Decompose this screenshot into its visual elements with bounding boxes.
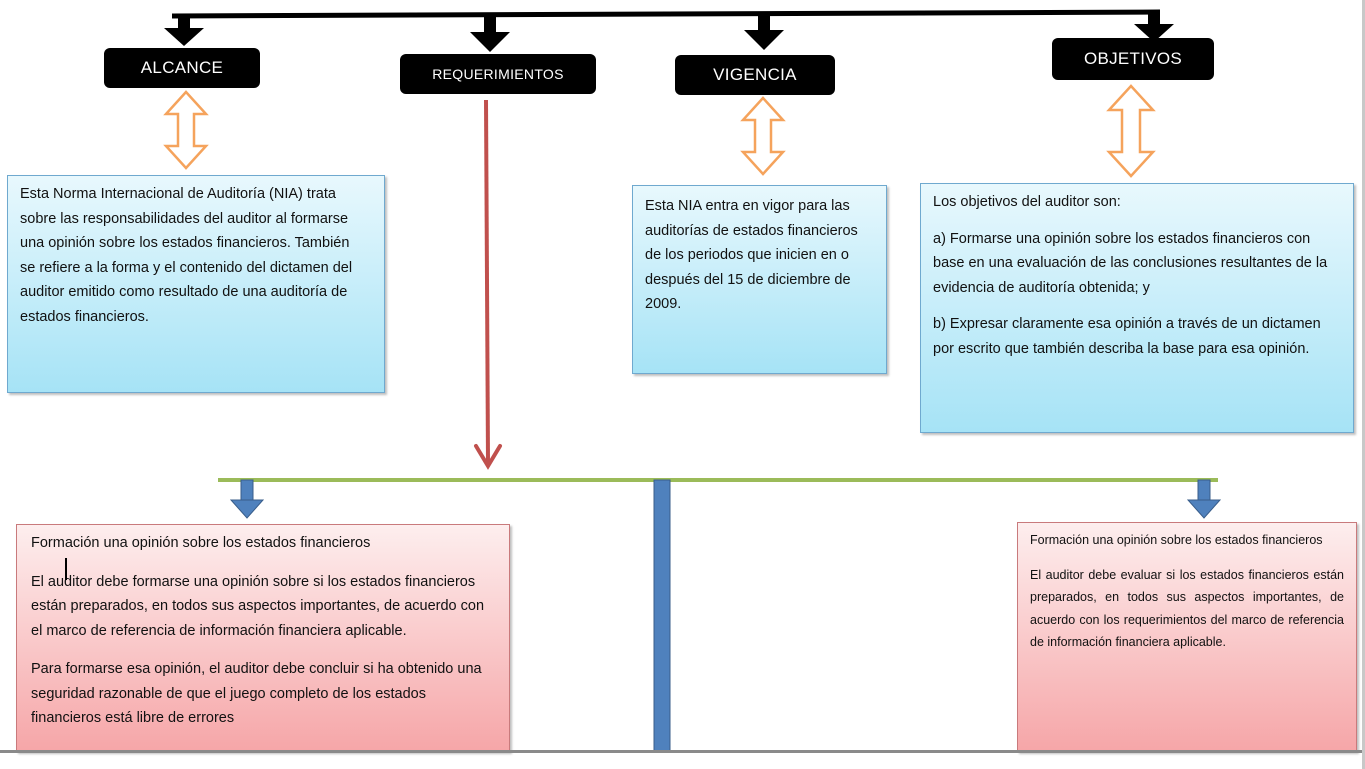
req-left-para2: Para formarse esa opinión, el auditor de…: [31, 661, 482, 726]
double-arrow-objetivos: [1106, 84, 1156, 178]
black-down-arrow-objetivos: [1134, 12, 1174, 42]
slide-right-edge: [1362, 0, 1365, 769]
req-left-title: Formación una opinión sobre los estados …: [31, 535, 371, 551]
objetivos-intro: Los objetivos del auditor son:: [933, 194, 1121, 210]
header-objetivos: OBJETIVOS: [1052, 38, 1214, 80]
header-requerimientos: REQUERIMIENTOS: [400, 54, 596, 94]
header-alcance: ALCANCE: [104, 48, 260, 88]
req-right-para1: El auditor debe evaluar si los estados f…: [1030, 567, 1344, 650]
objetivos-item-b: b) Expresar claramente esa opinión a tra…: [933, 316, 1321, 357]
black-down-arrow-requerimientos: [470, 14, 510, 52]
blue-down-arrow-right: [1186, 479, 1222, 519]
blue-down-arrow-left: [229, 479, 265, 519]
objetivos-description-box: Los objetivos del auditor son: a) Formar…: [920, 183, 1354, 433]
alcance-text: Esta Norma Internacional de Auditoría (N…: [20, 186, 353, 325]
objetivos-item-a: a) Formarse una opinión sobre los estado…: [933, 230, 1328, 296]
black-down-arrow-alcance: [164, 16, 204, 46]
alcance-description-box: Esta Norma Internacional de Auditoría (N…: [7, 175, 385, 393]
blue-center-bar: [653, 479, 671, 753]
requerimientos-left-box: Formación una opinión sobre los estados …: [16, 524, 510, 752]
slide-bottom-edge: [0, 750, 1365, 753]
header-vigencia: VIGENCIA: [675, 55, 835, 95]
red-arrow-requerimientos: [474, 99, 502, 470]
top-connector-line: [171, 9, 1161, 19]
req-left-para1: El auditor debe formarse una opinión sob…: [31, 573, 485, 639]
double-arrow-vigencia: [740, 96, 786, 176]
text-cursor: [65, 558, 67, 580]
requerimientos-right-box: Formación una opinión sobre los estados …: [1017, 522, 1357, 752]
double-arrow-alcance: [163, 90, 209, 170]
black-down-arrow-vigencia: [744, 14, 784, 50]
vigencia-text: Esta NIA entra en vigor para las auditor…: [645, 198, 858, 312]
vigencia-description-box: Esta NIA entra en vigor para las auditor…: [632, 185, 887, 374]
req-right-title: Formación una opinión sobre los estados …: [1030, 533, 1323, 547]
